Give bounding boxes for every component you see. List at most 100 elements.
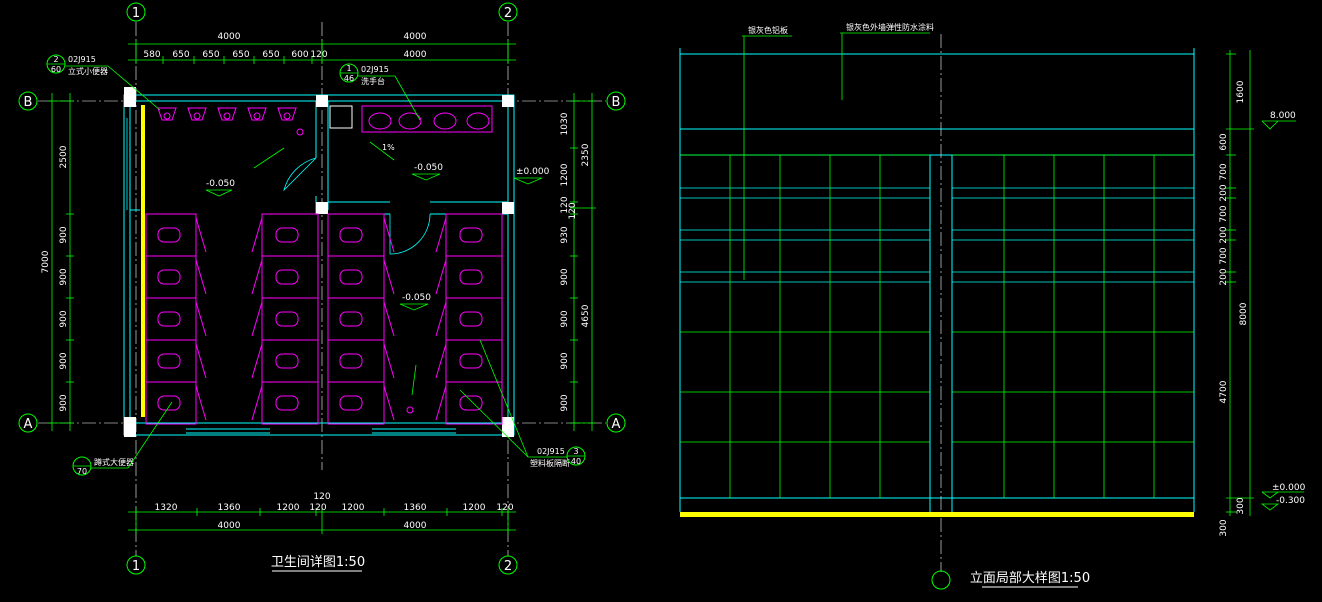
- stall: [327, 255, 385, 299]
- callout-basin-page: 46: [344, 74, 354, 83]
- window-grid: [680, 154, 1194, 498]
- dim-top-total-right: 4000: [404, 32, 427, 42]
- ground-line: [680, 512, 1194, 517]
- urinal: [187, 107, 207, 121]
- axis-bubble-b-left: [18, 91, 38, 111]
- dim-top-part: 650: [172, 50, 189, 60]
- column: [316, 95, 328, 107]
- axis-bubble-2-top: [498, 2, 518, 22]
- dim-top-part-right: 4000: [404, 50, 427, 60]
- dim-bottom-part: 1200: [277, 503, 300, 513]
- dim-right-part: 900: [560, 352, 570, 369]
- level-upper-left: -0.050: [206, 179, 235, 189]
- dim-right-part: 900: [560, 394, 570, 411]
- dim-right-part: 120: [568, 202, 578, 219]
- stall: [445, 381, 503, 425]
- dim-bottom-total-right: 4000: [404, 521, 427, 531]
- column: [502, 202, 514, 214]
- center-mullion: [929, 155, 953, 512]
- level-center: -0.050: [402, 293, 431, 303]
- axis-bubble-1-top: [126, 2, 146, 22]
- callout-squat-page: 70: [77, 467, 87, 476]
- stall-door: [251, 259, 263, 295]
- elev-note-aluminum: 银灰色铝板: [748, 25, 788, 35]
- door-swings: [283, 157, 431, 255]
- stall-door: [251, 385, 263, 421]
- elev-dim: 600: [1219, 133, 1229, 150]
- dim-right-part: 1030: [560, 112, 570, 135]
- dim-left-total: 7000: [41, 250, 51, 273]
- squat-pan: [275, 395, 299, 411]
- axis-label-2-top: 2: [504, 6, 512, 21]
- urinals: [157, 107, 414, 414]
- stall: [327, 339, 385, 383]
- axis-bubble-b-right: [606, 91, 626, 111]
- elev-level-minus: -0.300: [1276, 496, 1305, 506]
- stall: [145, 339, 197, 383]
- stall: [327, 213, 385, 257]
- urinal: [157, 107, 177, 121]
- axis-label-a-left: A: [24, 417, 33, 432]
- dim-right-total-upper: 2350: [581, 143, 591, 166]
- stall-door: [435, 301, 447, 337]
- elevation-title: 立面局部大样图1:50: [970, 571, 1090, 586]
- dim-top-total-left: 4000: [218, 32, 241, 42]
- axis-label-a-right: A: [612, 417, 621, 432]
- dim-bottom-total-left: 4000: [218, 521, 241, 531]
- elevation-axis-bubble: [931, 570, 951, 590]
- stall-door: [435, 343, 447, 379]
- callout-basin-num: 1: [346, 64, 351, 73]
- axis-label-1-top: 1: [132, 6, 140, 21]
- plan-levels: -0.050 -0.050 -0.050 ±0.000 1%: [205, 141, 550, 396]
- stall-door: [251, 301, 263, 337]
- elev-note-coating: 银灰色外墙弹性防水涂料: [846, 22, 934, 32]
- callout-urinal-ref: 02J915: [68, 55, 96, 64]
- callout-partition-ref: 02J915: [537, 447, 565, 456]
- toilet-plan: 1 2 1 2 B B A A: [18, 2, 626, 575]
- dim-right-part: 900: [560, 310, 570, 327]
- squat-pan: [459, 269, 483, 285]
- axis-label-b-right: B: [612, 95, 621, 110]
- squat-pan: [275, 227, 299, 243]
- squat-pan: [339, 227, 363, 243]
- dim-right-total-lower: 4650: [581, 304, 591, 327]
- elev-dim: 1600: [1236, 80, 1246, 103]
- dim-bottom-part: 1360: [218, 503, 241, 513]
- stall-door: [435, 385, 447, 421]
- stall-door: [383, 385, 395, 421]
- callout-basin-ref: 02J915: [361, 65, 389, 74]
- dim-bottom-part: 1200: [463, 503, 486, 513]
- plan-dimension-texts: 4000 4000 580 650 650 650 650 600 120 40…: [41, 32, 591, 531]
- stall-door: [195, 385, 207, 421]
- urinal: [277, 107, 297, 121]
- walls: [123, 94, 515, 436]
- floor-drain: [296, 128, 304, 136]
- callout-urinal-page: 60: [51, 65, 61, 74]
- urinal: [247, 107, 267, 121]
- level-right-zero: ±0.000: [516, 167, 550, 177]
- squat-pan: [157, 227, 181, 243]
- squat-pan: [339, 395, 363, 411]
- dim-left-part: 2500: [59, 145, 69, 168]
- elev-level-zero: ±0.000: [1272, 483, 1306, 493]
- stall: [445, 339, 503, 383]
- callout-partition-num: 3: [573, 447, 578, 456]
- dim-top-part: 580: [143, 50, 160, 60]
- stall: [145, 213, 197, 257]
- stall: [261, 255, 319, 299]
- dim-top-part: 650: [232, 50, 249, 60]
- elev-dim: 200: [1219, 184, 1229, 201]
- stall-door: [383, 259, 395, 295]
- axis-bubble-1-bottom: [126, 555, 146, 575]
- axis-label-b-left: B: [24, 95, 33, 110]
- column: [124, 417, 136, 437]
- callout-partition-name: 塑料板隔断: [530, 458, 570, 468]
- level-upper-right: -0.050: [414, 163, 443, 173]
- axis-label-2-bottom: 2: [504, 559, 512, 574]
- dim-left-part: 900: [59, 394, 69, 411]
- stall: [445, 297, 503, 341]
- squat-pan: [339, 311, 363, 327]
- dim-left-part: 900: [59, 226, 69, 243]
- elev-dim: 300: [1236, 497, 1246, 514]
